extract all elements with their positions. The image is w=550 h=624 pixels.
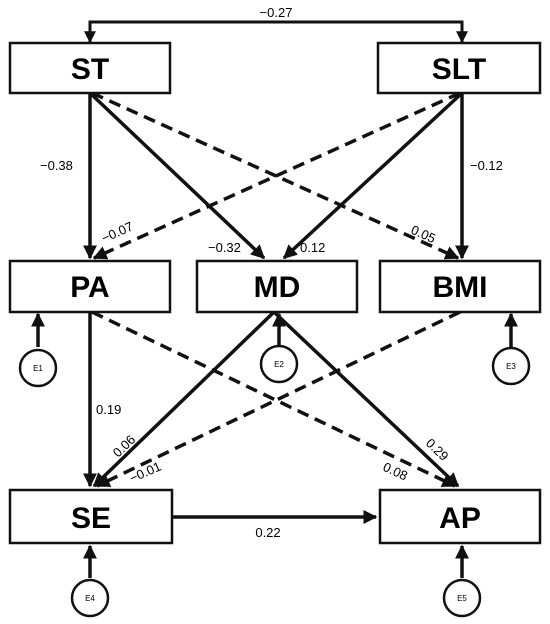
- node-se-label: SE: [71, 502, 111, 535]
- path-slt-pa: [92, 91, 461, 260]
- error-e1: E1: [18, 348, 58, 388]
- node-slt-label: SLT: [432, 53, 486, 86]
- node-bmi-label: BMI: [433, 271, 488, 304]
- node-ap-label: AP: [439, 502, 481, 535]
- coef-slt-md: 0.12: [300, 240, 325, 255]
- covariance-st-slt-arrow: [84, 20, 468, 44]
- path-slt-md: [282, 91, 464, 260]
- path-st-md: [88, 91, 266, 260]
- node-pa: PA: [8, 259, 172, 314]
- path-md-se: [92, 310, 276, 488]
- coef-md-ap: 0.29: [423, 435, 452, 463]
- error-e5-label: E5: [457, 594, 467, 603]
- node-md: MD: [195, 259, 359, 314]
- error-e1-label: E1: [33, 364, 43, 373]
- error-e4-label: E4: [85, 594, 95, 603]
- path-pa-ap: [91, 310, 457, 488]
- node-pa-label: PA: [70, 271, 109, 304]
- coef-st-md: −0.32: [208, 240, 241, 255]
- error-e2-label: E2: [274, 360, 284, 369]
- path-bmi-se: [95, 310, 461, 488]
- coef-slt-bmi: −0.12: [470, 158, 503, 173]
- node-st: ST: [8, 41, 172, 95]
- node-st-label: ST: [71, 53, 109, 86]
- coef-se-ap: 0.22: [255, 525, 280, 540]
- coef-pa-se: 0.19: [96, 402, 121, 417]
- path-md-ap: [272, 310, 460, 488]
- error-e5: E5: [442, 578, 482, 618]
- node-ap: AP: [378, 488, 542, 545]
- error-e2: E2: [259, 344, 299, 384]
- node-slt: SLT: [376, 41, 542, 95]
- coef-st-slt: −0.27: [260, 5, 293, 20]
- error-e3: E3: [491, 346, 531, 386]
- coef-md-se: 0.06: [110, 432, 139, 460]
- error-e3-label: E3: [506, 362, 516, 371]
- node-md-label: MD: [254, 271, 301, 304]
- node-se: SE: [8, 488, 174, 545]
- node-bmi: BMI: [378, 259, 542, 314]
- error-e4: E4: [70, 578, 110, 618]
- path-st-bmi: [91, 91, 460, 260]
- coef-st-pa: −0.38: [40, 158, 73, 173]
